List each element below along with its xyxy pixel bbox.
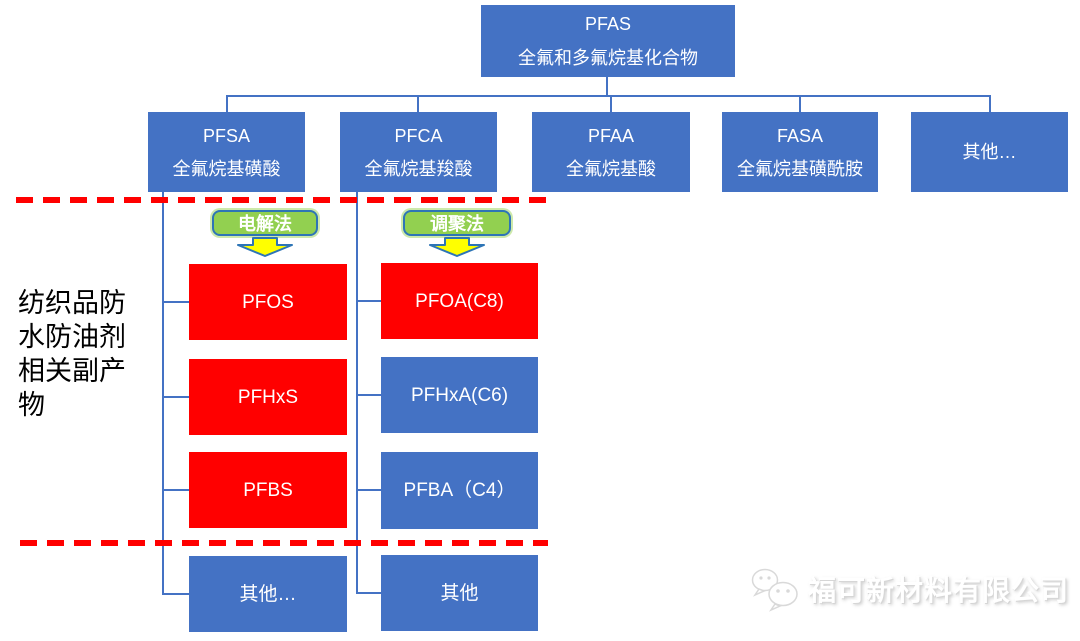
node-pfba-c4-label: PFBA（C4） <box>403 480 516 501</box>
node-others-pfsa-label: 其他… <box>239 583 297 605</box>
node-pfas-abbr: PFAS <box>584 14 632 34</box>
node-pfas-name: 全氟和多氟烷基化合物 <box>518 48 698 68</box>
wechat-icon <box>751 568 798 612</box>
method-label-electrolysis: 电解法 <box>212 210 318 236</box>
method-label-telomerization-text: 调聚法 <box>430 214 484 234</box>
method-label-electrolysis-text: 电解法 <box>238 214 292 234</box>
node-pfhxs: PFHxS <box>189 359 347 435</box>
connector-line <box>417 96 419 112</box>
connector-line <box>606 77 608 96</box>
node-fasa-name: 全氟烷基磺酰胺 <box>737 158 863 179</box>
node-pfca-name: 全氟烷基羧酸 <box>364 158 473 179</box>
connector-line <box>356 394 382 396</box>
node-pfos: PFOS <box>189 264 347 340</box>
node-pfbs-label: PFBS <box>243 479 293 501</box>
node-others-pfca-label: 其他 <box>440 582 479 604</box>
connector-line <box>162 396 190 398</box>
connector-line <box>162 593 190 595</box>
node-pfaa-name: 全氟烷基酸 <box>566 158 656 179</box>
node-fasa: FASA 全氟烷基磺酰胺 <box>722 112 878 192</box>
method-label-telomerization: 调聚法 <box>403 210 511 236</box>
connector-line <box>356 192 358 592</box>
node-pfsa-name: 全氟烷基磺酸 <box>172 158 281 179</box>
node-others-pfca: 其他 <box>381 555 538 631</box>
connector-line <box>610 96 612 112</box>
node-pfhxa-c6-label: PFHxA(C6) <box>410 384 509 406</box>
node-pfas: PFAS 全氟和多氟烷基化合物 <box>481 5 735 77</box>
node-others-top-label: 其他… <box>962 142 1017 162</box>
node-pfos-label: PFOS <box>242 291 294 313</box>
node-pfbs: PFBS <box>189 452 347 528</box>
node-pfsa: PFSA 全氟烷基磺酸 <box>148 112 305 192</box>
annotation-byproducts: 纺织品防水防油剂相关副产物 <box>18 288 126 420</box>
down-arrow-icon <box>237 237 293 257</box>
node-pfoa-c8-label: PFOA(C8) <box>415 290 504 312</box>
connector-line <box>356 592 382 594</box>
watermark: 福可新材料有限公司 <box>750 566 1069 612</box>
node-pfaa: PFAA 全氟烷基酸 <box>532 112 690 192</box>
connector-line <box>226 96 228 112</box>
node-pfsa-abbr: PFSA <box>202 125 250 146</box>
connector-line <box>162 301 190 303</box>
node-pfoa-c8: PFOA(C8) <box>381 263 538 339</box>
down-arrow-icon <box>429 237 485 257</box>
connector-line <box>162 192 164 594</box>
connector-line <box>799 96 801 112</box>
node-fasa-abbr: FASA <box>776 125 824 146</box>
node-pfhxs-label: PFHxS <box>237 386 299 408</box>
connector-line <box>226 95 991 97</box>
red-dashed-divider-bottom <box>20 540 548 546</box>
node-others-top: 其他… <box>911 112 1068 192</box>
connector-line <box>162 489 190 491</box>
connector-line <box>356 300 382 302</box>
node-pfca: PFCA 全氟烷基羧酸 <box>340 112 497 192</box>
watermark-text: 福可新材料有限公司 <box>808 575 1070 606</box>
red-dashed-divider-top <box>16 197 548 203</box>
node-pfhxa-c6: PFHxA(C6) <box>381 357 538 433</box>
connector-line <box>356 489 382 491</box>
node-pfba-c4: PFBA（C4） <box>381 452 538 529</box>
node-others-pfsa: 其他… <box>189 556 347 632</box>
connector-line <box>989 96 991 112</box>
node-pfaa-abbr: PFAA <box>587 125 635 146</box>
node-pfca-abbr: PFCA <box>394 125 443 146</box>
